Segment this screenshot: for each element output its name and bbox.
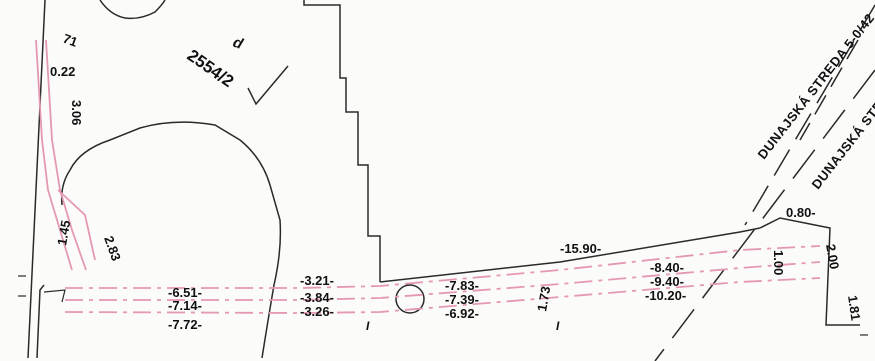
- dimension-label: 2.00: [823, 243, 842, 271]
- tree-crown-top: [99, 0, 166, 20]
- road-edge-line-1: [744, 4, 875, 226]
- utility-line-main-3: [64, 277, 821, 314]
- parcel-number-tick: [247, 65, 289, 106]
- dimension-label: 0.80-: [786, 205, 816, 220]
- dimension-label: -6.92-: [445, 306, 479, 321]
- utility-line-vertical-2: [45, 39, 87, 271]
- dimension-label: 1.45: [54, 219, 73, 247]
- dimension-label: -8.40-: [650, 260, 684, 275]
- dimension-label: -7.72-: [168, 317, 202, 332]
- parcel-boundary-right: [759, 217, 860, 326]
- dimension-label: -15.90-: [560, 241, 601, 256]
- utility-line-vertical-1: [35, 39, 73, 271]
- parcel-number: 2554/2: [184, 46, 237, 91]
- dimension-label: -10.20-: [645, 288, 686, 303]
- dimension-label: -9.40-: [650, 274, 684, 289]
- dimension-label: 1.00: [771, 250, 786, 275]
- utility-line-vertical-3: [57, 189, 96, 261]
- parcel-letter: d: [231, 34, 246, 53]
- dimension-label: 1.81: [845, 294, 863, 321]
- dimension-label: 2.83: [101, 234, 124, 263]
- building-outline-top: [303, 0, 381, 282]
- left-bracket: [36, 284, 45, 359]
- dimension-label: 71: [61, 31, 80, 50]
- utility-line-main-2: [65, 261, 821, 301]
- marker-label-a: I: [366, 319, 370, 333]
- dimension-label: 0.22: [50, 64, 75, 79]
- dimension-label: -6.51-: [168, 285, 202, 300]
- dimension-label: -3.84-: [300, 290, 334, 305]
- road-edge-line-3: [799, 39, 859, 141]
- manhole-circle: [395, 284, 425, 314]
- parcel-boundary-lower: [379, 227, 761, 283]
- dimension-label: -3.21-: [300, 273, 334, 288]
- dimension-label: 3.06: [69, 100, 84, 125]
- dimension-label: -7.39-: [445, 292, 479, 307]
- marker-label-b: I: [556, 319, 560, 333]
- left-boundary: [27, 0, 46, 359]
- dimension-label: -3.26-: [300, 304, 334, 319]
- tree-crown-large-left: [60, 169, 71, 206]
- dimension-label: -7.14-: [168, 298, 202, 313]
- utility-line-main-1: [65, 245, 821, 289]
- dimension-label: 1.73: [534, 285, 553, 313]
- dimension-label: -7.83-: [445, 278, 479, 293]
- tree-crown-large: [69, 121, 282, 359]
- road-edge-line-2: [654, 69, 875, 361]
- left-inner-step: [43, 289, 66, 303]
